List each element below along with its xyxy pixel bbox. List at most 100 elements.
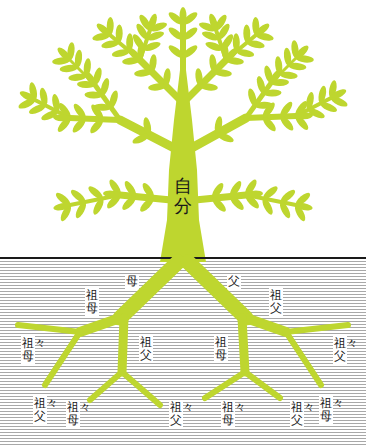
leaf	[101, 39, 120, 50]
ancestor-label: 祖々父	[33, 396, 47, 424]
leaf	[68, 73, 87, 82]
ancestor-label: 祖々父	[169, 400, 183, 428]
ancestor-label: 母	[125, 274, 139, 289]
leaf	[146, 13, 158, 32]
leaf	[253, 21, 271, 38]
striped-ground	[0, 259, 366, 446]
ancestor-label: 祖父	[139, 335, 153, 363]
leaf	[283, 47, 292, 66]
leaf	[246, 39, 265, 50]
branch	[186, 60, 226, 100]
leaf	[103, 190, 122, 199]
leaf	[111, 48, 130, 59]
ancestor-label: 祖父	[269, 288, 283, 316]
tree-trunk	[160, 70, 206, 262]
leaf	[71, 116, 88, 134]
leaf	[120, 194, 138, 212]
leaf	[328, 87, 347, 101]
leaf	[140, 181, 156, 200]
leaf	[208, 54, 217, 73]
leaf	[210, 196, 228, 214]
ancestor-label: 祖々父	[290, 400, 304, 428]
branch	[195, 195, 246, 200]
leaf	[181, 43, 199, 60]
leaf	[74, 49, 83, 68]
ancestor-label: 祖々母	[66, 400, 80, 428]
leaf	[55, 45, 73, 63]
leaf	[243, 24, 250, 42]
branch	[246, 116, 296, 118]
leaf	[278, 114, 295, 132]
leaf	[95, 21, 113, 38]
leaf	[245, 190, 264, 199]
leaf	[278, 200, 292, 219]
leaf	[123, 179, 139, 198]
branch	[70, 118, 120, 120]
leaf	[307, 106, 326, 120]
leaf	[51, 93, 61, 112]
leaf	[228, 179, 244, 198]
leaf	[126, 33, 133, 51]
leaf	[274, 56, 283, 75]
leaf	[279, 71, 298, 80]
leaf	[233, 33, 240, 51]
leaf	[162, 68, 171, 87]
leaf	[88, 117, 105, 135]
leaf	[288, 62, 307, 71]
branch	[140, 60, 180, 100]
leaf	[293, 43, 311, 61]
leaf	[59, 64, 78, 73]
ancestor-label: 父	[227, 274, 241, 289]
branch	[180, 24, 186, 75]
leaf	[210, 181, 226, 200]
leaf	[93, 103, 111, 111]
leaf	[261, 115, 278, 133]
leaf	[236, 48, 255, 59]
ancestor-label: 祖々母	[221, 400, 235, 428]
leaf	[148, 82, 167, 91]
leaf	[181, 25, 199, 42]
leaf	[18, 89, 37, 103]
self-label: 自分	[174, 176, 192, 216]
leaf	[228, 194, 246, 212]
leaf	[138, 196, 156, 214]
ancestor-label: 祖々母	[319, 396, 333, 424]
leaf	[69, 188, 87, 205]
leaf	[74, 200, 88, 219]
ancestor-label: 祖母	[85, 288, 99, 316]
leaf	[115, 24, 122, 42]
leaf	[99, 77, 111, 96]
leaf	[305, 91, 315, 110]
leaf	[260, 197, 274, 216]
leaf	[180, 7, 187, 25]
leaf	[216, 131, 235, 144]
leaf	[84, 91, 102, 99]
tree-roots	[18, 262, 348, 405]
ancestor-label: 祖々父	[333, 336, 347, 364]
leaf	[148, 54, 157, 73]
leaf	[201, 30, 220, 43]
branch	[120, 195, 171, 200]
leaf	[142, 117, 152, 136]
leaf	[200, 82, 219, 91]
leaf	[317, 85, 327, 104]
leaf	[255, 101, 273, 109]
leaf	[214, 68, 233, 77]
ancestor-label: 祖母	[214, 335, 228, 363]
leaf	[167, 25, 185, 42]
leaf	[91, 197, 105, 216]
leaf	[83, 58, 92, 77]
ancestor-label: 祖々母	[21, 336, 35, 364]
leaf	[108, 89, 120, 108]
leaf	[142, 40, 161, 53]
leaf	[167, 43, 185, 60]
leaf	[194, 68, 203, 87]
leaf	[263, 89, 281, 97]
leaf	[72, 102, 88, 121]
leaf	[53, 201, 72, 211]
leaf	[146, 30, 165, 43]
leaf	[204, 40, 223, 53]
leaf	[86, 184, 104, 201]
leaf	[134, 68, 153, 77]
